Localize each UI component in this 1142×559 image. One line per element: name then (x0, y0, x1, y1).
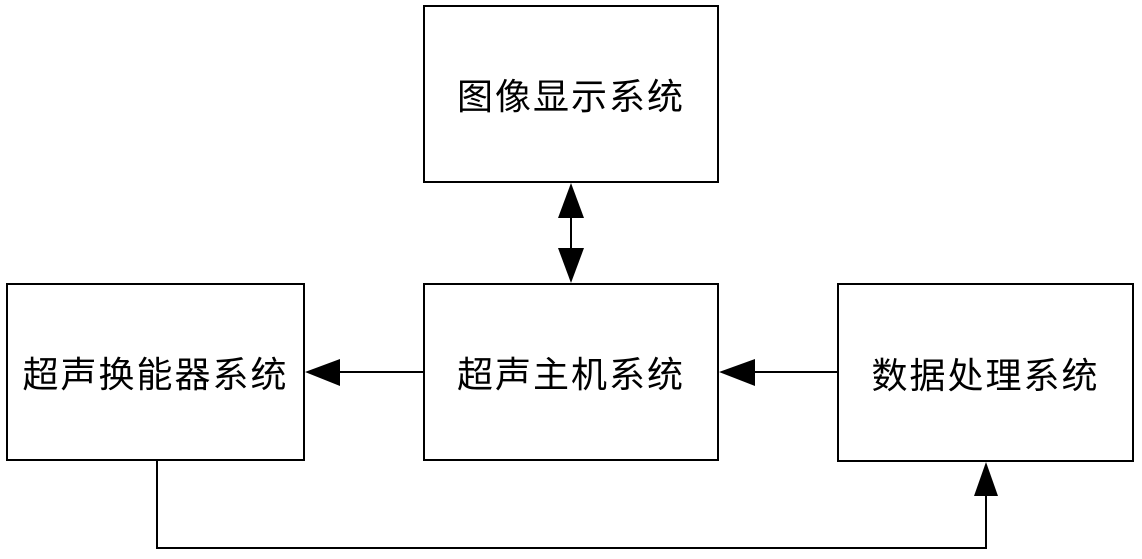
node-data-processing-system-label: 数据处理系统 (871, 355, 1100, 397)
arrow-dataprocessing-to-host-icon (719, 359, 837, 386)
arrow-display-host-bidirectional-icon (558, 183, 584, 283)
arrow-transducer-to-dataprocessing-icon (156, 461, 998, 549)
node-ultrasound-host-system: 超声主机系统 (423, 283, 719, 461)
node-ultrasound-transducer-system: 超声换能器系统 (6, 283, 305, 461)
node-ultrasound-transducer-system-label: 超声换能器系统 (22, 355, 289, 396)
node-image-display-system: 图像显示系统 (423, 5, 719, 183)
arrow-host-to-transducer-icon (305, 359, 423, 386)
node-image-display-system-label: 图像显示系统 (456, 77, 685, 118)
node-data-processing-system: 数据处理系统 (837, 283, 1134, 462)
node-ultrasound-host-system-label: 超声主机系统 (456, 355, 685, 396)
